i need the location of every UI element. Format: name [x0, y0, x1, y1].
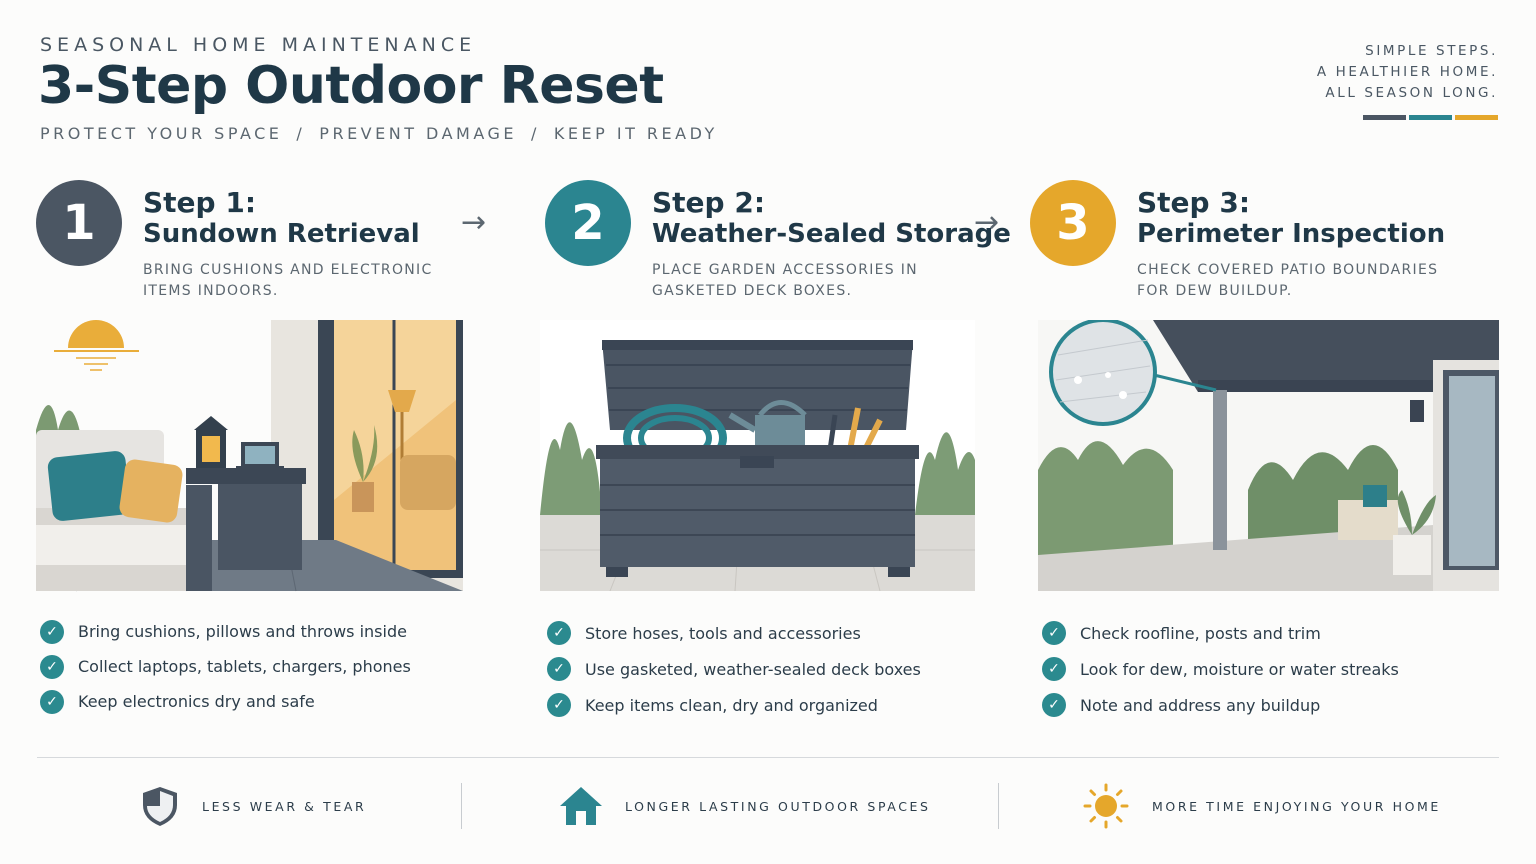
list-item: ✓ Keep items clean, dry and organized — [547, 687, 921, 723]
benefit-more-time: MORE TIME ENJOYING YOUR HOME — [1082, 783, 1441, 829]
illustration-deck-box — [540, 320, 975, 591]
tagline-line: SIMPLE STEPS. — [1365, 43, 1498, 59]
footer-separator — [998, 783, 999, 829]
separator: / — [296, 124, 306, 143]
benefit-text: LESS WEAR & TEAR — [202, 798, 367, 814]
house-icon — [560, 787, 602, 825]
accent-bar-gold — [1455, 115, 1498, 120]
check-icon: ✓ — [40, 654, 64, 679]
list-item-text: Keep electronics dry and safe — [78, 692, 315, 711]
step-label: Step 2: — [652, 186, 766, 219]
tagline-line: ALL SEASON LONG. — [1325, 85, 1498, 101]
accent-bars — [1363, 115, 1498, 120]
tagline: SIMPLE STEPS. A HEALTHIER HOME. ALL SEAS… — [1317, 41, 1498, 104]
check-icon: ✓ — [40, 689, 64, 714]
list-item: ✓ Bring cushions, pillows and throws insi… — [40, 614, 411, 649]
sunset-icon — [54, 320, 139, 371]
accent-bar-slate — [1363, 115, 1406, 120]
sun-icon — [1083, 783, 1129, 829]
check-icon: ✓ — [40, 619, 64, 644]
subpoint-ready: KEEP IT READY — [553, 124, 718, 143]
list-item-text: Collect laptops, tablets, chargers, phon… — [78, 657, 411, 676]
list-item-text: Keep items clean, dry and organized — [585, 695, 878, 715]
page-title: 3-Step Outdoor Reset — [38, 56, 664, 116]
benefit-longer-lasting: LONGER LASTING OUTDOOR SPACES — [559, 783, 931, 829]
list-item-text: Check roofline, posts and trim — [1080, 623, 1321, 643]
check-icon: ✓ — [547, 693, 571, 717]
arrow-icon: → — [974, 205, 1000, 240]
step-name: Weather-Sealed Storage — [652, 219, 1011, 249]
checklist-step-1: ✓ Bring cushions, pillows and throws insi… — [40, 614, 411, 719]
list-item: ✓ Note and address any buildup — [1042, 687, 1399, 723]
list-item-text: Bring cushions, pillows and throws insid… — [78, 622, 407, 641]
list-item-text: Store hoses, tools and accessories — [585, 623, 861, 643]
step-number-badge: 2 — [545, 180, 631, 266]
check-icon: ✓ — [1042, 693, 1066, 717]
list-item-text: Use gasketed, weather-sealed deck boxes — [585, 659, 921, 679]
step-number-badge: 3 — [1030, 180, 1116, 266]
step-name: Sundown Retrieval — [143, 219, 420, 249]
benefit-less-wear: LESS WEAR & TEAR — [140, 783, 366, 829]
step-label: Step 3: — [1137, 186, 1251, 219]
benefit-text: MORE TIME ENJOYING YOUR HOME — [1152, 798, 1441, 814]
step-name: Perimeter Inspection — [1137, 219, 1446, 249]
check-icon: ✓ — [1042, 657, 1066, 681]
list-item: ✓ Look for dew, moisture or water streaks — [1042, 651, 1399, 687]
check-icon: ✓ — [1042, 621, 1066, 645]
checklist-step-3: ✓ Check roofline, posts and trim ✓ Look fo… — [1042, 615, 1399, 723]
check-icon: ✓ — [547, 657, 571, 681]
step-number-badge: 1 — [36, 180, 122, 266]
list-item-text: Note and address any buildup — [1080, 695, 1321, 715]
footer-divider — [37, 757, 1499, 758]
list-item: ✓ Collect laptops, tablets, chargers, pho… — [40, 649, 411, 684]
tagline-line: A HEALTHIER HOME. — [1316, 64, 1498, 80]
step-description: PLACE GARDEN ACCESSORIES IN GASKETED DEC… — [652, 262, 918, 299]
shield-icon — [143, 787, 177, 826]
checklist-step-2: ✓ Store hoses, tools and accessories ✓ Use… — [547, 615, 921, 723]
step-description: BRING CUSHIONS AND ELECTRONIC ITEMS INDO… — [143, 262, 433, 299]
list-item-text: Look for dew, moisture or water streaks — [1080, 659, 1399, 679]
illustration-patio-inspection — [1038, 320, 1499, 591]
separator: / — [531, 124, 540, 143]
step-label: Step 1: — [143, 186, 257, 219]
list-item: ✓ Check roofline, posts and trim — [1042, 615, 1399, 651]
footer-separator — [461, 783, 462, 829]
list-item: ✓ Keep electronics dry and safe — [40, 684, 411, 719]
arrow-icon: → — [461, 205, 487, 240]
list-item: ✓ Use gasketed, weather-sealed deck boxes — [547, 651, 921, 687]
eyebrow: SEASONAL HOME MAINTENANCE — [40, 34, 477, 56]
subpoint-prevent: PREVENT DAMAGE — [319, 124, 518, 143]
benefit-text: LONGER LASTING OUTDOOR SPACES — [625, 798, 931, 814]
step-description: CHECK COVERED PATIO BOUNDARIES FOR DEW B… — [1137, 262, 1439, 299]
subpoint-protect: PROTECT YOUR SPACE — [40, 124, 283, 143]
accent-bar-teal — [1409, 115, 1452, 120]
illustration-sundown-retrieval — [36, 320, 463, 592]
check-icon: ✓ — [547, 621, 571, 645]
list-item: ✓ Store hoses, tools and accessories — [547, 615, 921, 651]
subheading: PROTECT YOUR SPACE / PREVENT DAMAGE / KEEP I… — [40, 124, 718, 143]
